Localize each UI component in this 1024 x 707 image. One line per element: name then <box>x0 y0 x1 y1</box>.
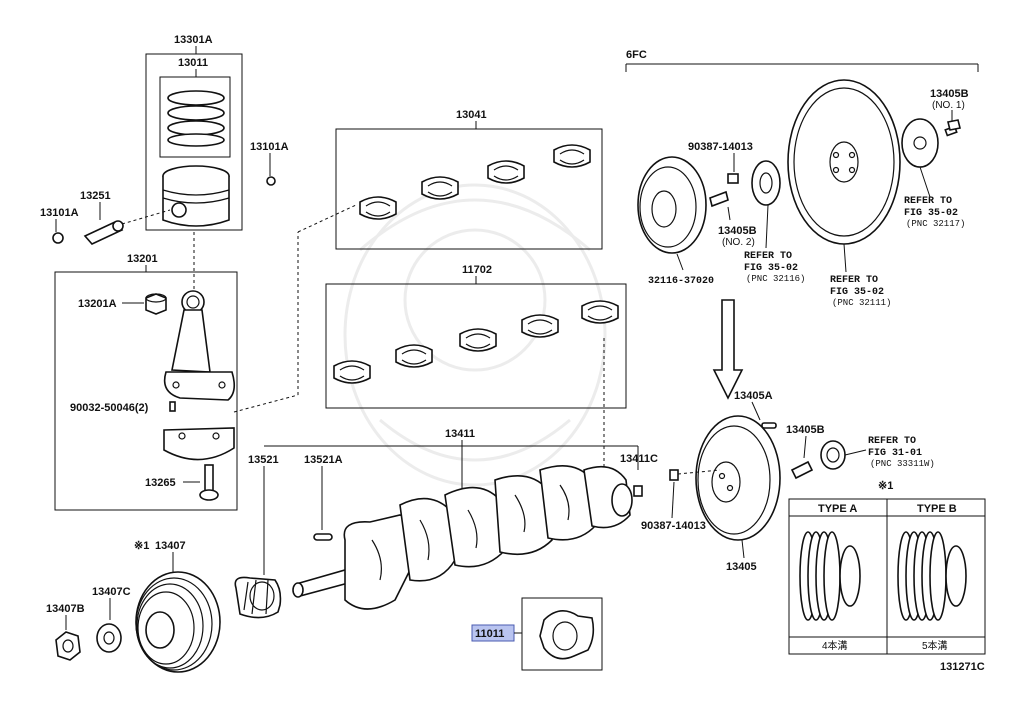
type-b-header: TYPE B <box>917 503 957 515</box>
pulley-nut <box>55 631 81 661</box>
pulley-hub <box>945 545 967 607</box>
label-13405B-no1-sub: (NO. 1) <box>932 100 965 111</box>
pulley-groove <box>929 531 947 621</box>
label-13265[interactable]: 13265 <box>145 477 176 489</box>
rod-bolt <box>199 464 219 501</box>
label-13405[interactable]: 13405 <box>726 561 757 573</box>
type-table: ※1 TYPE A TYPE B 4本溝 5本溝 <box>788 480 986 655</box>
label-13407-mark: ※1 <box>134 540 149 552</box>
ref-32111-line3: (PNC 32111) <box>832 298 891 308</box>
bearing-shell-upper-2 <box>421 176 459 200</box>
crankshaft-group: 13411 13521 13521A 13411C <box>234 428 658 619</box>
drive-plate <box>787 79 901 245</box>
label-13411[interactable]: 13411 <box>445 428 475 440</box>
ref-32111-line1: REFER TO <box>830 275 878 286</box>
label-32116-37020[interactable]: 32116-37020 <box>648 276 714 287</box>
ref-32116-line2: FIG 35-02 <box>744 263 798 274</box>
piston-group: 13301A 13011 13101A 13251 <box>40 34 289 290</box>
bearing-shell-main-1 <box>333 360 371 384</box>
ref-33311W-line2: FIG 31-01 <box>868 448 922 459</box>
crank-pulley <box>135 571 221 673</box>
type-a-grooves: 4本溝 <box>822 639 848 652</box>
connecting-rod-group: 13201 13201A 90032-50046(2) 13265 <box>54 204 357 511</box>
flywheel <box>695 415 781 541</box>
type-a-header: TYPE A <box>818 503 857 515</box>
label-13101A-left[interactable]: 13101A <box>40 207 79 219</box>
bearing-shell-upper-4 <box>553 144 591 168</box>
label-90032-50046[interactable]: 90032-50046(2) <box>70 402 149 414</box>
bearing-set-11702: 11702 <box>325 264 627 478</box>
adapter-hub <box>751 160 781 206</box>
bearing-shell-main-5 <box>581 300 619 324</box>
torque-converter-plate <box>637 156 707 254</box>
ref-32111-line2: FIG 35-02 <box>830 287 884 298</box>
crank-gear <box>234 576 282 619</box>
bolt-no1 <box>944 119 961 137</box>
flywheel-group: 13405A 13405B REFER TO FIG 31-01 (PNC 33… <box>641 390 935 573</box>
pulley-hub <box>839 545 861 607</box>
label-6FC[interactable]: 6FC <box>626 49 647 61</box>
ref-32117-line2: FIG 35-02 <box>904 208 958 219</box>
figure-code: 131271C <box>940 661 985 673</box>
bearing-shell-upper-3 <box>487 160 525 184</box>
type-mark: ※1 <box>878 480 893 492</box>
direction-arrow <box>712 299 744 400</box>
ref-32117-line3: (PNC 32117) <box>906 219 965 229</box>
crankshaft <box>292 464 633 610</box>
type-b-grooves: 5本溝 <box>922 639 948 652</box>
label-13201[interactable]: 13201 <box>127 253 158 265</box>
washer <box>96 623 122 653</box>
rod-cap <box>163 427 235 461</box>
ref-33311W-line3: (PNC 33311W) <box>870 459 935 469</box>
label-11011[interactable]: 11011 <box>475 628 504 640</box>
label-13407B[interactable]: 13407B <box>46 603 85 615</box>
ref-32116-line1: REFER TO <box>744 251 792 262</box>
bolt-no2 <box>709 190 729 208</box>
pilot-bearing <box>820 440 846 470</box>
drive-plate-group: 6FC 13405B (NO. 1) 90387-14013 <box>625 49 979 400</box>
label-13405B-low[interactable]: 13405B <box>786 424 825 436</box>
reinforcement-plate <box>901 118 939 168</box>
label-13251[interactable]: 13251 <box>80 190 111 202</box>
piston <box>162 165 230 227</box>
label-90387-14013-low[interactable]: 90387-14013 <box>641 520 706 532</box>
connecting-rod <box>163 290 236 401</box>
ref-32116-line3: (PNC 32116) <box>746 274 805 284</box>
ref-32117-line1: REFER TO <box>904 196 952 207</box>
label-13407C[interactable]: 13407C <box>92 586 131 598</box>
label-13011[interactable]: 13011 <box>178 57 208 69</box>
bearing-shell-main-4 <box>521 314 559 338</box>
bearing-shell-upper-1 <box>359 196 397 220</box>
label-13201A[interactable]: 13201A <box>78 298 117 310</box>
label-13407[interactable]: 13407 <box>155 540 186 552</box>
bearing-shell-main-3 <box>459 328 497 352</box>
label-13101A-right[interactable]: 13101A <box>250 141 289 153</box>
label-13521A[interactable]: 13521A <box>304 454 343 466</box>
pulley-groove <box>823 531 841 621</box>
label-90387-14013-top[interactable]: 90387-14013 <box>688 141 753 153</box>
label-13405B-no1[interactable]: 13405B <box>930 88 969 100</box>
label-13405B-no2-sub: (NO. 2) <box>722 237 755 248</box>
ref-33311W-line1: REFER TO <box>868 436 916 447</box>
pulley-group: ※1 13407 13407C 13407B <box>46 540 221 673</box>
watermark <box>343 183 607 487</box>
label-13301A[interactable]: 13301A <box>174 34 213 46</box>
label-13405A[interactable]: 13405A <box>734 390 773 402</box>
label-13411C[interactable]: 13411C <box>620 453 658 465</box>
label-13041[interactable]: 13041 <box>456 109 487 121</box>
piston-rings <box>167 90 225 147</box>
flywheel-bolt <box>790 460 814 480</box>
label-11702[interactable]: 11702 <box>462 264 492 276</box>
pulley-type-a <box>799 531 861 621</box>
label-13405B-no2[interactable]: 13405B <box>718 225 757 237</box>
bearing-shell-main-2 <box>395 344 433 368</box>
bearing-set-13041: 13041 <box>335 109 603 250</box>
piston-pin <box>83 220 124 245</box>
label-13521[interactable]: 13521 <box>248 454 279 466</box>
thrust-washer <box>539 610 595 660</box>
pulley-type-b <box>897 531 967 621</box>
bushing <box>145 293 167 315</box>
thrust-washer-group: 11011 <box>471 597 603 671</box>
